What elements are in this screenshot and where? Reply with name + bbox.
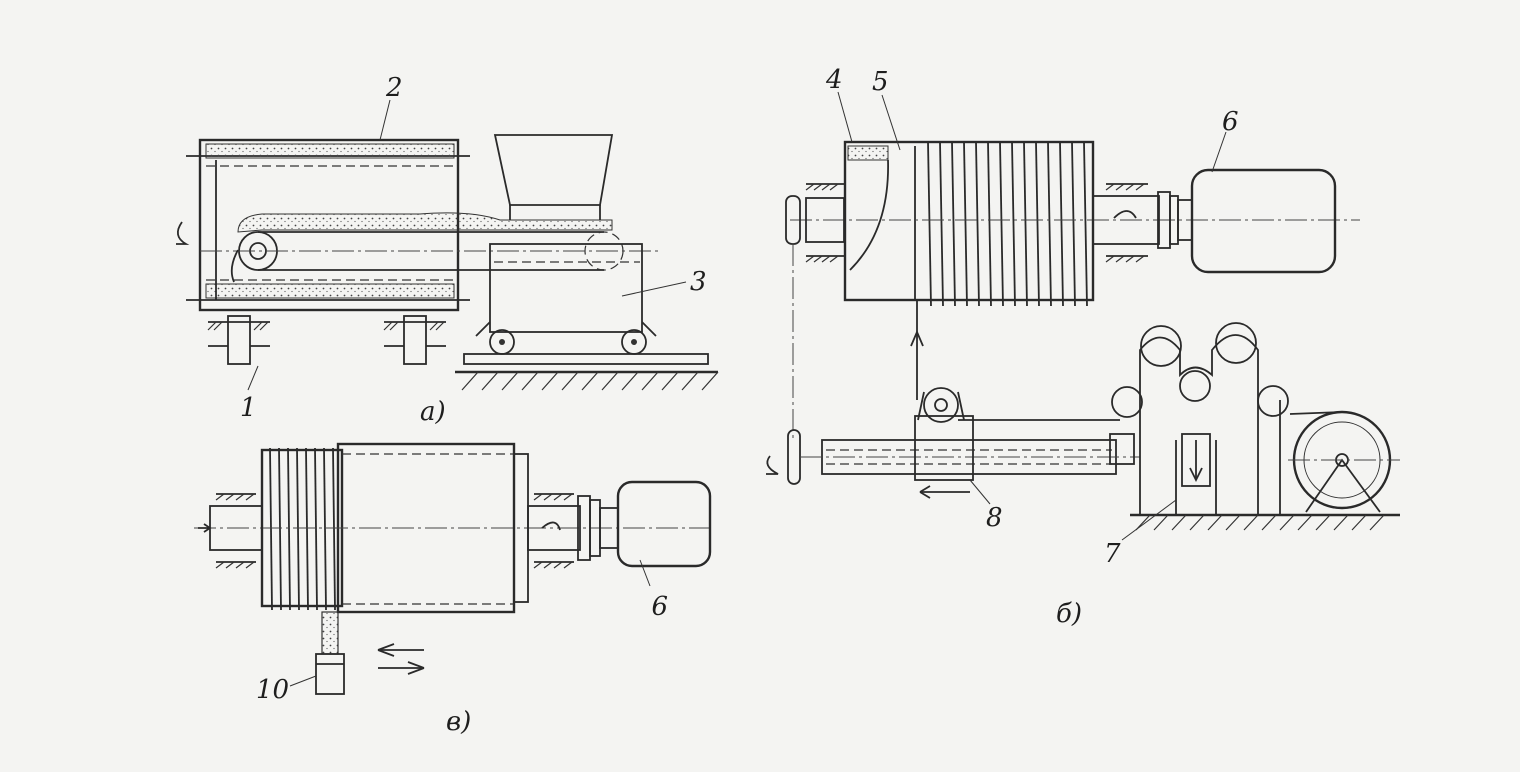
view-c xyxy=(194,442,715,695)
powder-hopper xyxy=(493,134,614,220)
winding-turn xyxy=(1047,141,1052,307)
label-part-9: 9 xyxy=(651,589,668,619)
wire-direction-arrow-icon xyxy=(910,329,924,347)
label-part-1: 1 xyxy=(240,393,257,423)
label-part-7: 7 xyxy=(1104,539,1121,569)
feed-arrows-icon xyxy=(377,643,425,675)
winding-turn xyxy=(975,141,980,307)
furnace-body xyxy=(186,138,470,312)
motor-6 xyxy=(1190,168,1337,274)
rotation-arrow-icon xyxy=(541,521,561,531)
cart xyxy=(475,243,657,355)
rotation-arrow-icon xyxy=(176,221,190,245)
winding-turn xyxy=(951,141,956,307)
rotation-arrow-icon xyxy=(1113,210,1137,219)
label-part-8: 8 xyxy=(986,503,1003,533)
sublabel-c: в) xyxy=(446,707,471,737)
furnace-support xyxy=(207,315,446,365)
label-part-3: 3 xyxy=(690,267,707,297)
winding-turn xyxy=(939,141,944,307)
label-part-10: 10 xyxy=(256,675,289,705)
motor-9 xyxy=(616,480,712,568)
drum xyxy=(843,140,1095,302)
wire-spool xyxy=(1288,410,1400,513)
winding-turn xyxy=(987,141,992,307)
winding-turn xyxy=(927,141,932,307)
winding-turn xyxy=(269,447,273,611)
winding-turn xyxy=(287,447,291,611)
tool-10 xyxy=(315,611,345,695)
winding-turn xyxy=(305,447,309,611)
winding-turn xyxy=(1023,141,1028,307)
winding-turn xyxy=(1035,141,1040,307)
label-part-4: 4 xyxy=(825,65,843,95)
drum-windings xyxy=(269,447,336,611)
drum-windings xyxy=(927,141,1088,307)
winding-turn xyxy=(296,447,300,611)
tensioner-7 xyxy=(1111,322,1289,515)
rotation-arrow-icon xyxy=(766,455,779,475)
label-part-6: 6 xyxy=(1222,107,1239,137)
winding-turn xyxy=(1011,141,1016,307)
sublabel-b: б) xyxy=(1056,599,1082,629)
carriage-8 xyxy=(914,387,974,499)
view-b xyxy=(766,91,1400,541)
winding-turn xyxy=(278,447,282,611)
label-part-2: 2 xyxy=(385,73,403,103)
view-a xyxy=(176,99,719,391)
conveyor-belt xyxy=(200,231,660,283)
winding-turn xyxy=(1071,141,1076,307)
winding-turn xyxy=(314,447,318,611)
winding-turn xyxy=(1083,141,1088,307)
label-part-5: 5 xyxy=(872,67,889,97)
winding-turn xyxy=(323,447,327,611)
ground-hatch xyxy=(461,371,719,391)
winding-turn xyxy=(1059,141,1064,307)
winding-turn xyxy=(999,141,1004,307)
winding-turn xyxy=(963,141,968,307)
winding-turn xyxy=(332,447,336,611)
sublabel-a: а) xyxy=(420,397,446,427)
